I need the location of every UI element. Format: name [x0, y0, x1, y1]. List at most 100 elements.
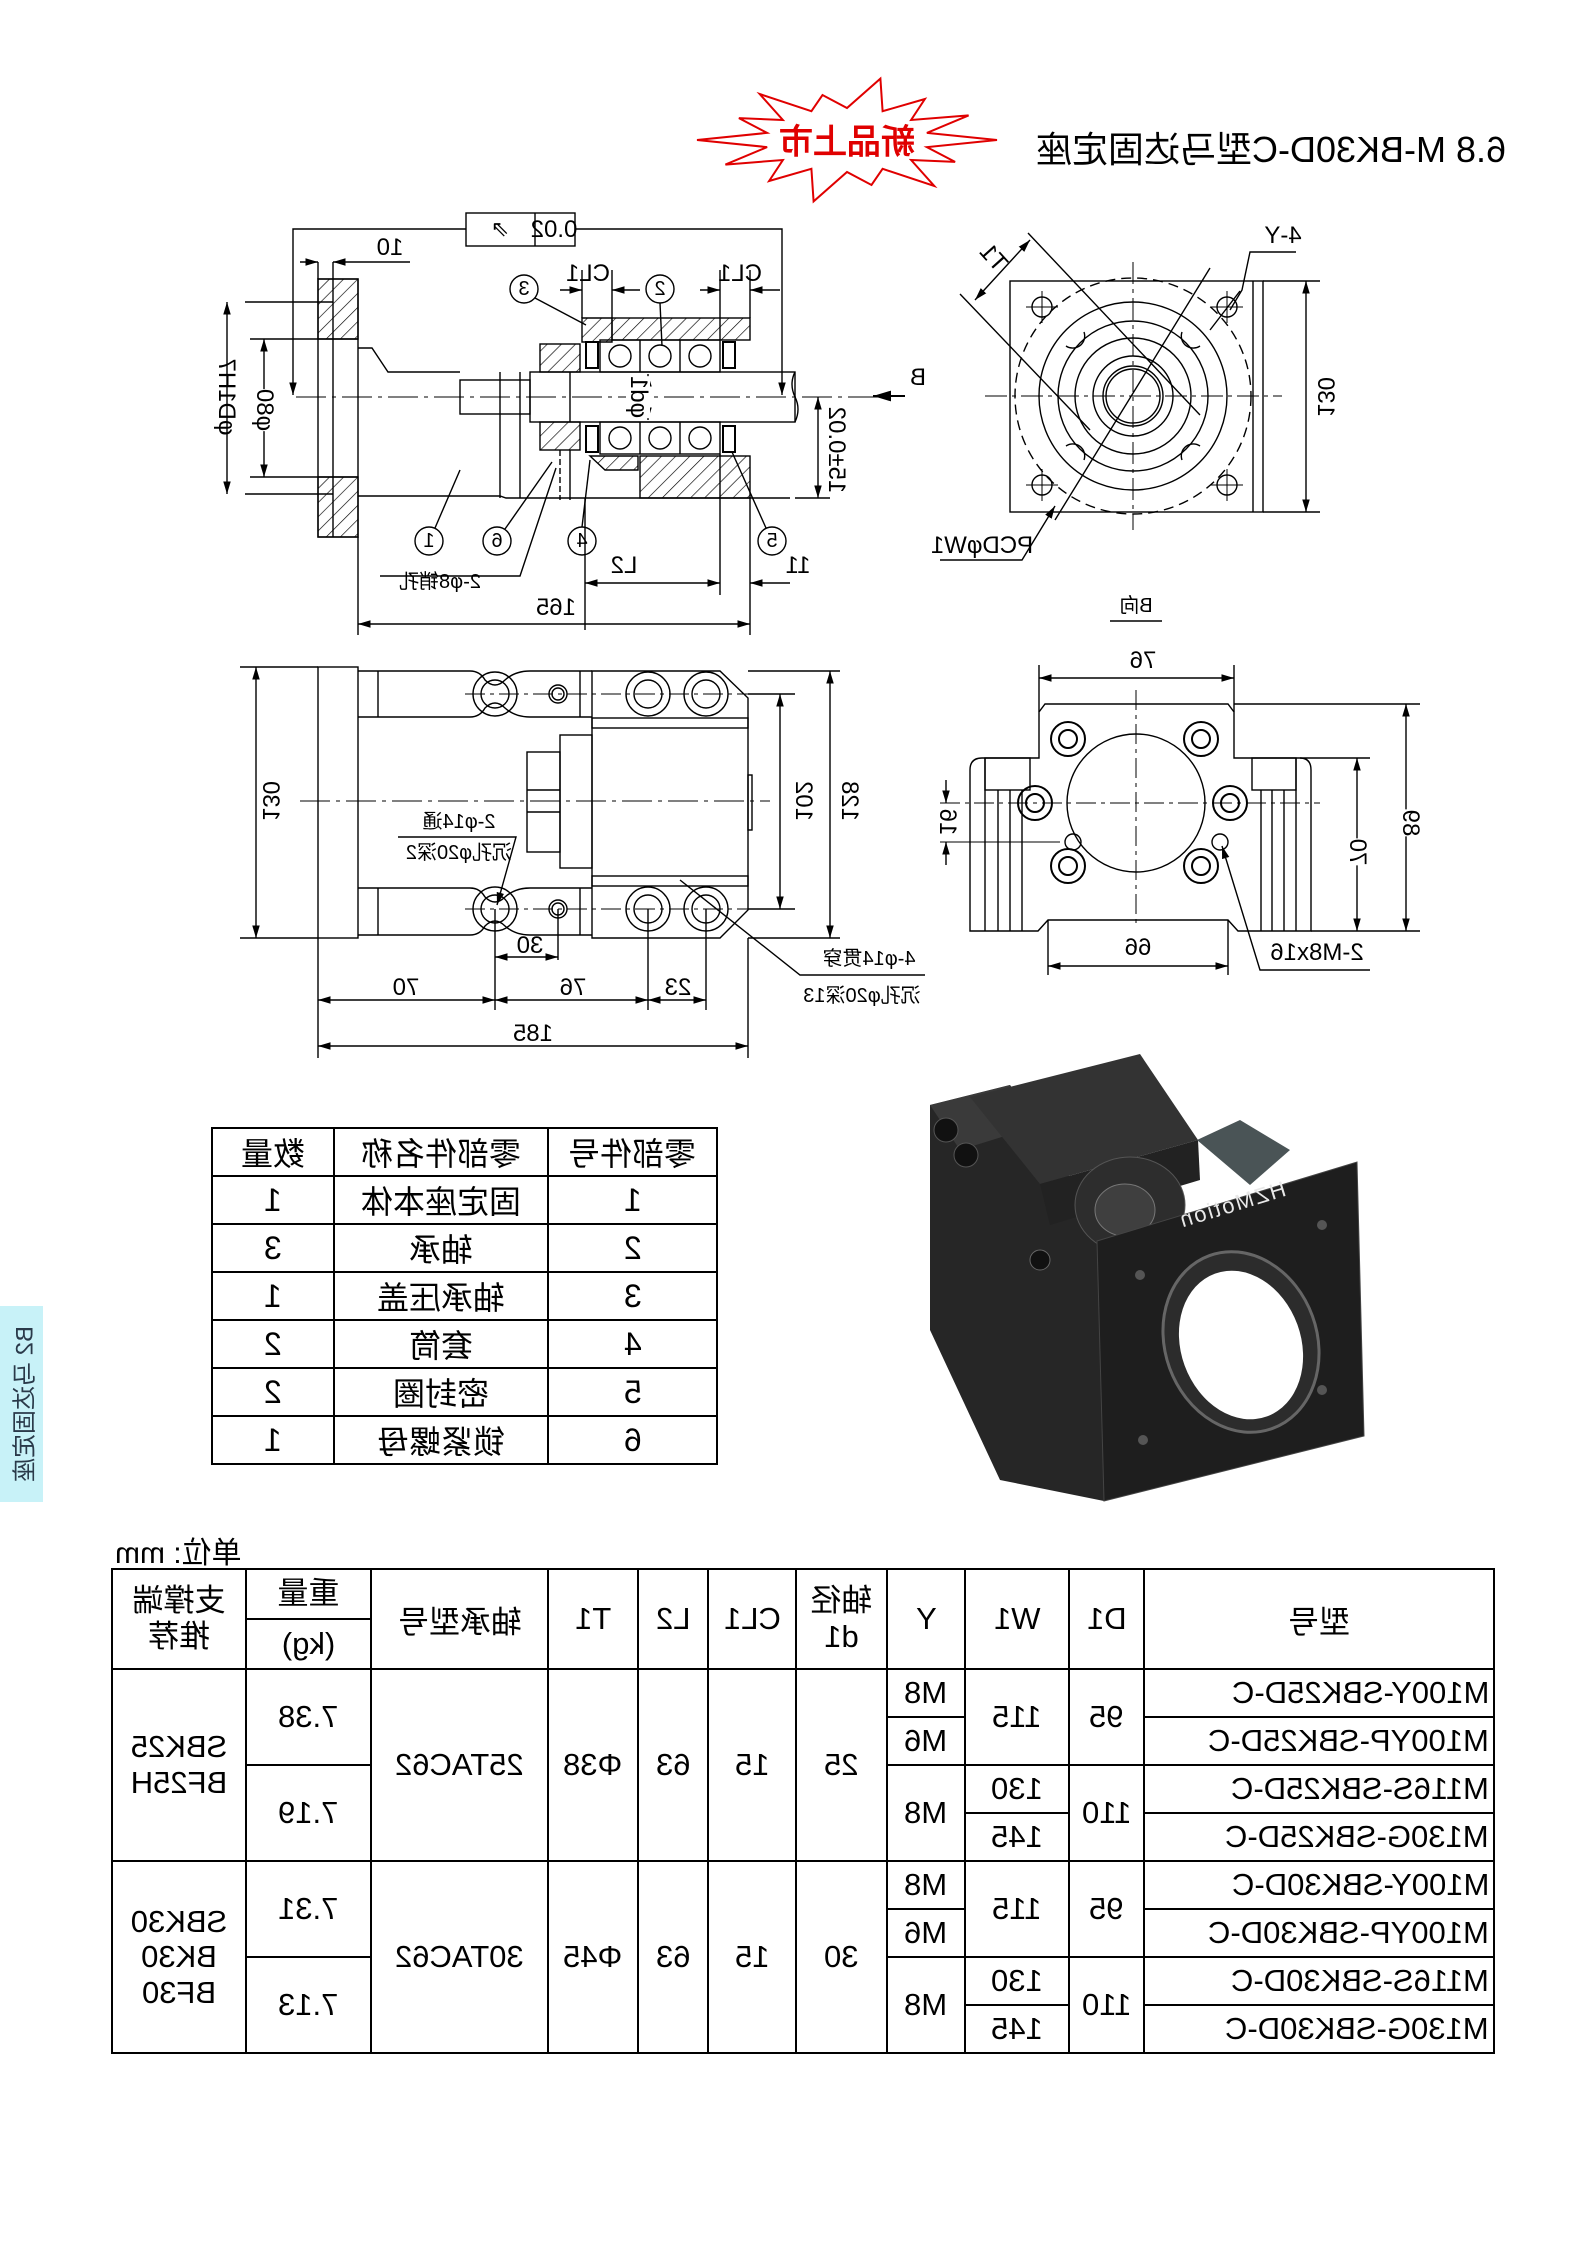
dim-height-tolerance: 15±0.02: [823, 406, 850, 494]
dim-cl1-right: CL1: [717, 260, 763, 287]
table-cell: 1: [211, 1175, 335, 1225]
table-cell: 1: [211, 1271, 335, 1321]
dim-70: 70: [392, 974, 420, 1001]
table-cell: M8: [886, 1860, 966, 1910]
dim-128: 128: [836, 780, 863, 822]
table-row: 145 M130G-SBK30D-C: [112, 2004, 1495, 2054]
dim-23: 23: [664, 974, 692, 1001]
table-cell: 3: [547, 1271, 718, 1321]
hole-note-b2: 沉孔φ20深13: [803, 985, 921, 1007]
header-cl1: CL1: [707, 1568, 797, 1670]
table-cell: 7.31: [245, 1860, 372, 1958]
header-qty: 数量: [211, 1127, 335, 1177]
table-cell: M130G-SBK25D-C: [1143, 1812, 1495, 1862]
table-cell: M8: [886, 1668, 966, 1718]
dim-phi-d1: φd1: [625, 375, 652, 419]
table-cell: 15: [707, 1668, 797, 1862]
holes-4-y: 4-Y: [1264, 222, 1302, 249]
table-cell: M100YP-SBK25D-C: [1143, 1716, 1495, 1766]
view-arrow-b: B: [909, 364, 927, 391]
table-cell: M100Y-SBK30D-C: [1143, 1860, 1495, 1910]
table-cell: 套筒: [333, 1319, 549, 1369]
section-side-tab[interactable]: B2 马达固定座: [0, 1306, 43, 1502]
table-cell: M130G-SBK30D-C: [1143, 2004, 1495, 2054]
callout-4: 4: [576, 530, 588, 552]
header-name: 零部件名称: [333, 1127, 549, 1177]
table-cell: M116S-SBK30D-C: [1143, 1956, 1495, 2006]
section-view: [223, 212, 905, 635]
table-cell: Φ45: [547, 1860, 639, 2054]
pin-hole-note: 2-φ8销孔: [399, 571, 481, 593]
dim-185: 185: [512, 1020, 554, 1047]
table-cell: 7.38: [245, 1668, 372, 1766]
header-part-no: 零部件号: [547, 1127, 718, 1177]
dim-89: 89: [1397, 809, 1424, 837]
table-cell: M100YP-SBK30D-C: [1143, 1908, 1495, 1958]
table-cell: 3: [211, 1223, 335, 1273]
table-cell: M8: [886, 1956, 966, 2054]
table-cell: 130: [964, 1764, 1070, 1814]
table-cell: 密封圈: [333, 1367, 549, 1417]
runout-icon: ⇗: [490, 216, 510, 241]
table-cell: 95: [1068, 1860, 1145, 1958]
table-cell: 115: [964, 1668, 1070, 1766]
table-cell: 2: [211, 1367, 335, 1417]
page-title: 6.8 M-BK30D-C型马达固定座: [1035, 129, 1506, 170]
table-cell: 5: [547, 1367, 718, 1417]
tolerance-value: 0.02: [530, 216, 578, 243]
table-cell: M100Y-SBK25D-C: [1143, 1668, 1495, 1718]
unit-label: 单位: mm: [115, 1537, 242, 1570]
table-cell: 25TAC62: [370, 1668, 549, 1862]
table-cell: 63: [637, 1860, 709, 2054]
dim-66: 66: [1124, 934, 1152, 961]
product-photo: [930, 1054, 1365, 1502]
table-row: M6 M100YP-SBK25D-C: [112, 1716, 1495, 1766]
header-y: Y: [886, 1568, 966, 1670]
table-cell: 30TAC62: [370, 1860, 549, 2054]
top-view: [240, 666, 925, 1058]
table-row: 7.19 M8 130 110 M116S-SBK25D-C: [112, 1764, 1495, 1862]
header-model: 型号: [1143, 1568, 1495, 1670]
table-cell: 轴承压盖: [333, 1271, 549, 1321]
table-cell: 4: [547, 1319, 718, 1369]
b-view: [940, 232, 1320, 622]
table-cell: 2: [211, 1319, 335, 1369]
new-product-starburst: [696, 76, 998, 204]
dim-70: 70: [1344, 838, 1371, 866]
dim-cl1-left: CL1: [565, 260, 611, 287]
header-weight-unit: (kg): [245, 1618, 372, 1670]
table-cell: 6: [547, 1415, 718, 1465]
callout-5: 5: [766, 530, 778, 552]
table-cell: 7.13: [245, 1956, 372, 2054]
dim-10: 10: [376, 234, 404, 261]
front-view: [940, 665, 1420, 975]
table-cell: Φ38: [547, 1668, 639, 1862]
table-cell: 110: [1068, 1956, 1145, 2054]
table-cell: 25: [795, 1668, 888, 1862]
dim-16: 16: [934, 808, 961, 836]
table-row: M6 M100YP-SBK30D-C: [112, 1908, 1495, 1958]
dim-30: 30: [516, 932, 544, 959]
dim-l2: L2: [610, 552, 638, 579]
cap-screws: [1017, 721, 1248, 884]
dim-102: 102: [790, 780, 817, 822]
dim-phi80: φ80: [251, 388, 278, 432]
dim-130: 130: [257, 780, 284, 822]
table-cell: 轴承: [333, 1223, 549, 1273]
new-product-badge: 新品上市: [779, 123, 915, 162]
dim-130: 130: [1312, 376, 1339, 418]
table-cell: 115: [964, 1860, 1070, 1958]
